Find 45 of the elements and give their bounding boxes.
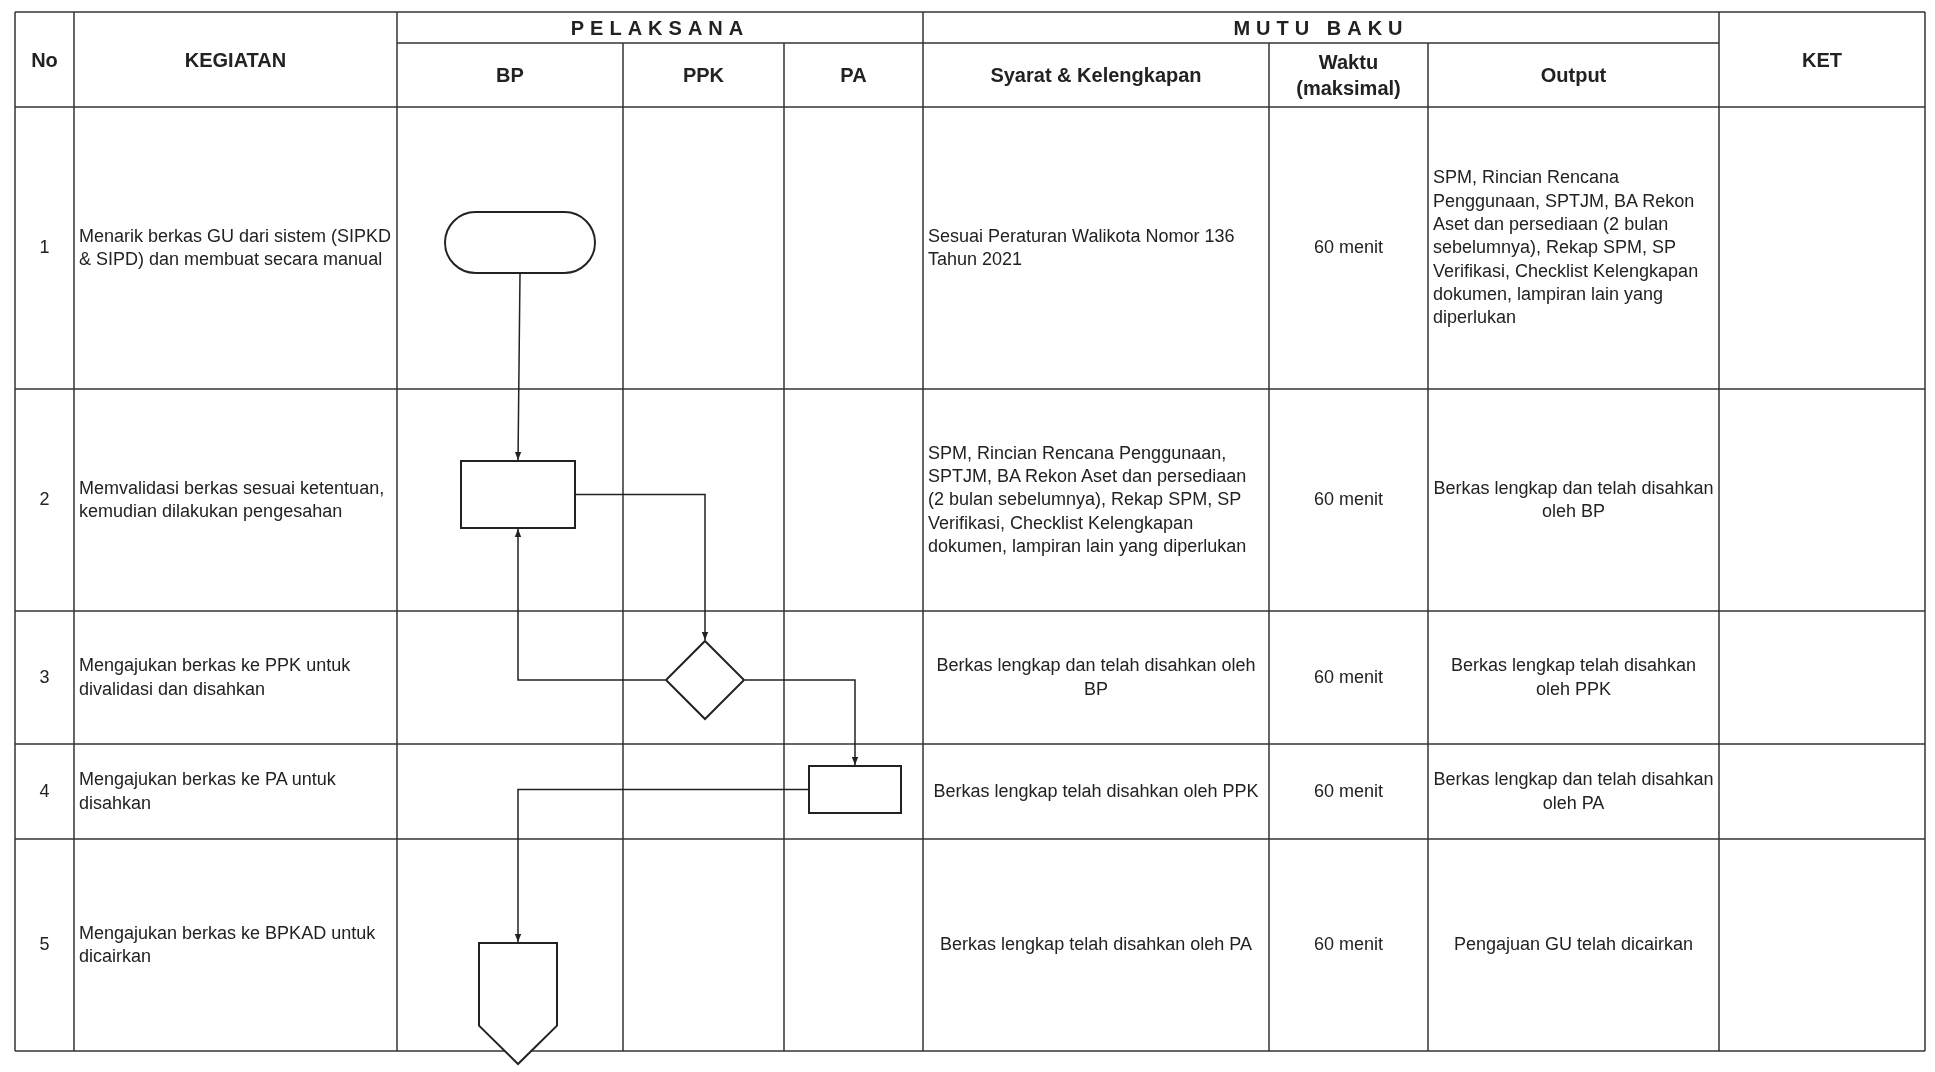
- group-header: MUTU BAKU: [1233, 15, 1409, 41]
- output-text: Berkas lengkap dan telah disahkan oleh PA: [1433, 768, 1714, 815]
- activity-text: Mengajukan berkas ke PA untuk disahkan: [79, 768, 337, 815]
- column-header: PPK: [682, 63, 725, 88]
- column-header: Waktu (maksimal): [1295, 50, 1402, 101]
- row-number: 4: [39, 779, 50, 803]
- column-header: BP: [496, 63, 524, 88]
- duration-text: 60 menit: [1313, 236, 1383, 260]
- column-header: Syarat & Kelengkapan: [990, 63, 1202, 88]
- column-header: PA: [840, 63, 867, 88]
- activity-text: Mengajukan berkas ke BPKAD untuk dicairkan: [79, 921, 377, 968]
- duration-text: 60 menit: [1313, 779, 1383, 803]
- requirement-text: Sesuai Peraturan Walikota Nomor 136 Tahun 2021: [928, 224, 1236, 271]
- output-text: SPM, Rincian Rencana Penggunaan, SPTJM, BA Rekon Aset dan persediaan (2 bulan sebelumnya), Rekap SPM, SP Verifikasi, Checklist Kelengkapan dokumen, lampiran lain yang diperlukan: [1433, 166, 1700, 330]
- output-text: Berkas lengkap telah disahkan oleh PPK: [1449, 654, 1698, 701]
- arrow: [575, 493, 709, 641]
- requirement-text: Berkas lengkap dan telah disahkan oleh BP: [935, 654, 1257, 701]
- off-page-connector: [478, 942, 558, 1065]
- group-header: PELAKSANA: [570, 15, 750, 41]
- row-number: 5: [39, 933, 50, 957]
- output-text: Berkas lengkap dan telah disahkan oleh BP: [1433, 476, 1714, 523]
- requirement-text: Berkas lengkap telah disahkan oleh PPK: [933, 779, 1259, 803]
- duration-text: 60 menit: [1313, 665, 1383, 689]
- arrow: [514, 273, 522, 461]
- activity-text: Memvalidasi berkas sesuai ketentuan, kemudian dilakukan pengesahan: [79, 476, 386, 523]
- arrow: [744, 679, 859, 766]
- requirement-text: Berkas lengkap telah disahkan oleh PA: [940, 933, 1252, 957]
- column-header: KET: [1802, 47, 1842, 73]
- output-text: Pengajuan GU telah dicairkan: [1453, 933, 1694, 957]
- duration-text: 60 menit: [1313, 933, 1383, 957]
- activity-text: Menarik berkas GU dari sistem (SIPKD & SIPD) dan membuat secara manual: [79, 224, 392, 271]
- row-number: 3: [39, 665, 50, 689]
- process-box: [808, 765, 902, 814]
- arrow: [514, 788, 809, 943]
- duration-text: 60 menit: [1313, 488, 1383, 512]
- row-number: 1: [39, 236, 50, 260]
- column-header: Output: [1540, 63, 1607, 88]
- activity-text: Mengajukan berkas ke PPK untuk divalidasi dan disahkan: [79, 654, 352, 701]
- decision-diamond: [665, 640, 745, 720]
- column-header: KEGIATAN: [184, 47, 287, 73]
- arrow: [514, 528, 666, 681]
- process-box: [460, 460, 576, 529]
- row-number: 2: [39, 488, 50, 512]
- requirement-text: SPM, Rincian Rencana Penggunaan, SPTJM, BA Rekon Aset dan persediaan (2 bulan sebelumnya), Rekap SPM, SP Verifikasi, Checklist Kelengkapan dokumen, lampiran lain yang diperlukan: [928, 441, 1248, 559]
- column-header: No: [31, 47, 58, 73]
